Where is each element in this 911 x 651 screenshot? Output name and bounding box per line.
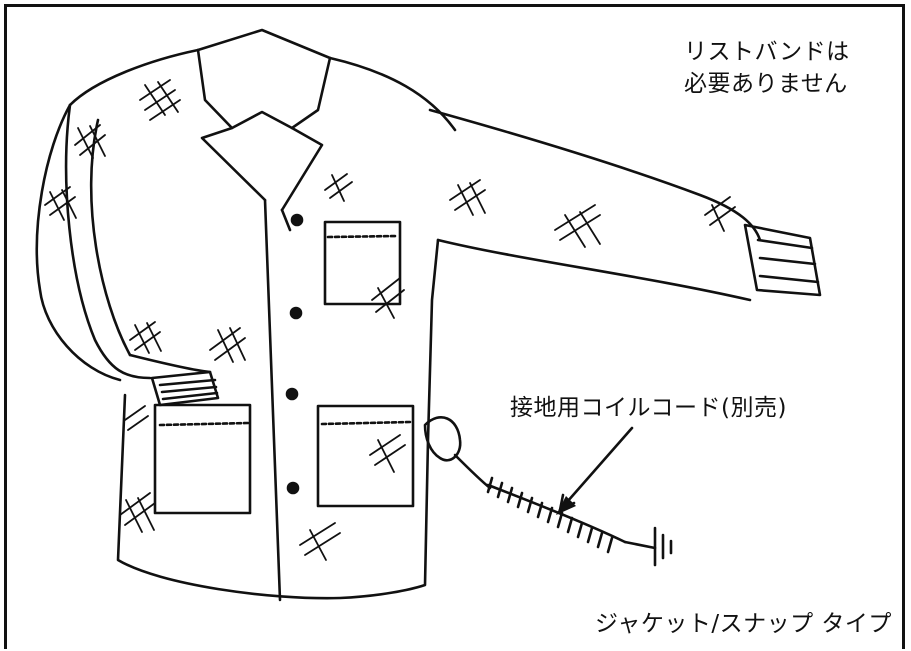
left-sleeve	[64, 103, 220, 407]
wristband-note: リストバンドは 必要ありません	[684, 36, 850, 100]
pockets	[153, 220, 415, 515]
wristband-note-line1: リストバンドは	[684, 39, 850, 65]
jacket-body	[35, 48, 457, 602]
right-sleeve	[428, 108, 822, 302]
cord-arrow	[556, 426, 634, 515]
coil-cord-label: 接地用コイルコード(別売)	[510, 395, 787, 421]
illustration-frame	[4, 4, 905, 649]
wristband-note-line2: 必要ありません	[684, 71, 848, 97]
hatching	[44, 79, 736, 561]
jacket-type-label: ジャケット/スナップ タイプ	[595, 611, 892, 637]
snap-buttons	[285, 213, 304, 495]
coil-cord	[423, 416, 673, 567]
collar	[196, 28, 332, 212]
